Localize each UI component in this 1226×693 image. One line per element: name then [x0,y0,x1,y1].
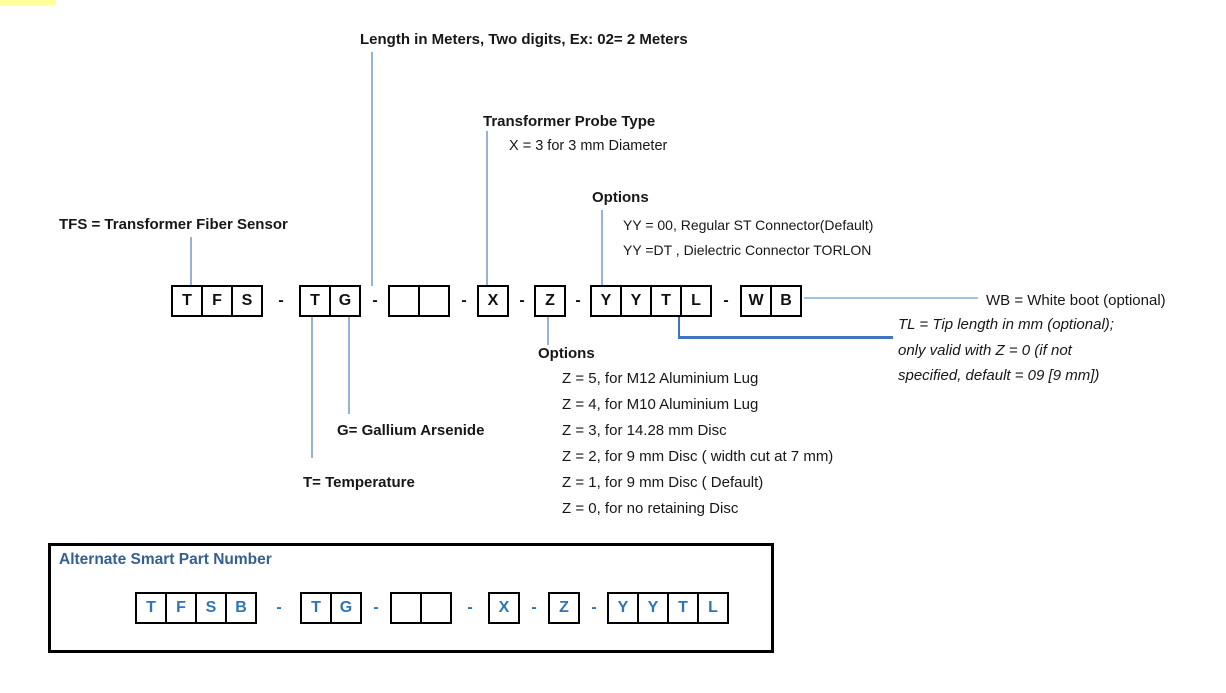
part-cell-l: L [680,285,712,317]
connector-line-wb [804,297,978,299]
connector-option-item: YY =DT , Dielectric Connector TORLON [623,242,872,258]
part-cell-s: S [195,592,227,624]
connector-line-temperature [311,316,313,458]
dash-separator: - [519,292,525,309]
dash-separator: - [461,292,467,309]
dash-separator: - [575,292,581,309]
dash-separator: - [372,292,378,309]
tip-length-note-line: specified, default = 09 [9 mm]) [898,367,1100,384]
part-cell-z: Z [534,285,566,317]
part-cell-w: W [740,285,772,317]
dash-separator: - [278,292,284,309]
part-cell-s: S [231,285,263,317]
part-cell-g: G [329,285,361,317]
temperature-label: T= Temperature [303,474,415,491]
part-cell-y: Y [637,592,669,624]
connector-line-probe [486,131,488,286]
part-cell-y: Y [590,285,622,317]
disc-option-item: Z = 2, for 9 mm Disc ( width cut at 7 mm… [562,448,834,465]
part-number-group: Z [548,592,580,624]
connector-option-item: YY = 00, Regular ST Connector(Default) [623,217,874,233]
part-number-group [388,285,450,317]
part-cell-blank [388,285,420,317]
part-cell-f: F [201,285,233,317]
part-number-group: X [488,592,520,624]
dash-separator: - [373,599,379,616]
alternate-part-number-title: Alternate Smart Part Number [59,551,272,568]
part-cell-blank [420,592,452,624]
disc-option-item: Z = 1, for 9 mm Disc ( Default) [562,474,764,491]
connector-line-length [371,52,373,286]
part-number-group [390,592,452,624]
part-cell-x: X [477,285,509,317]
disc-option-item: Z = 4, for M10 Aluminium Lug [562,396,759,413]
highlight-artifact [0,0,56,5]
part-cell-t: T [299,285,331,317]
part-cell-f: F [165,592,197,624]
probe-type-title: Transformer Probe Type [483,113,656,130]
part-cell-blank [418,285,450,317]
probe-type-detail: X = 3 for 3 mm Diameter [509,138,668,154]
connector-line-disc-options [547,316,549,345]
part-cell-y: Y [607,592,639,624]
part-cell-t: T [667,592,699,624]
part-number-group: Z [534,285,566,317]
connector-elbow-vertical-tip-length [678,316,680,338]
disc-option-item: Z = 5, for M12 Aluminium Lug [562,370,759,387]
dash-separator: - [467,599,473,616]
tip-length-note-line: TL = Tip length in mm (optional); [898,316,1114,333]
tfs-label: TFS = Transformer Fiber Sensor [59,216,288,233]
part-cell-g: G [330,592,362,624]
tip-length-note-line: only valid with Z = 0 (if not [898,342,1072,359]
disc-options-title: Options [538,345,595,362]
connector-line-gallium [348,316,350,414]
connector-line-connector-options [601,210,603,286]
part-cell-y: Y [620,285,652,317]
part-cell-b: B [225,592,257,624]
length-label: Length in Meters, Two digits, Ex: 02= 2 … [360,31,688,48]
dash-separator: - [531,599,537,616]
dash-separator: - [276,599,282,616]
connector-options-title: Options [592,189,649,206]
wb-label: WB = White boot (optional) [986,292,1166,309]
part-cell-t: T [171,285,203,317]
part-cell-l: L [697,592,729,624]
part-number-group: X [477,285,509,317]
connector-elbow-horizontal-tip-length [678,336,893,339]
part-cell-blank [390,592,422,624]
part-cell-b: B [770,285,802,317]
part-cell-z: Z [548,592,580,624]
part-cell-x: X [488,592,520,624]
dash-separator: - [591,599,597,616]
gallium-label: G= Gallium Arsenide [337,422,485,439]
connector-line-tfs [190,237,192,286]
part-cell-t: T [650,285,682,317]
dash-separator: - [723,292,729,309]
part-cell-t: T [300,592,332,624]
disc-option-item: Z = 3, for 14.28 mm Disc [562,422,727,439]
part-cell-t: T [135,592,167,624]
disc-option-item: Z = 0, for no retaining Disc [562,500,739,517]
